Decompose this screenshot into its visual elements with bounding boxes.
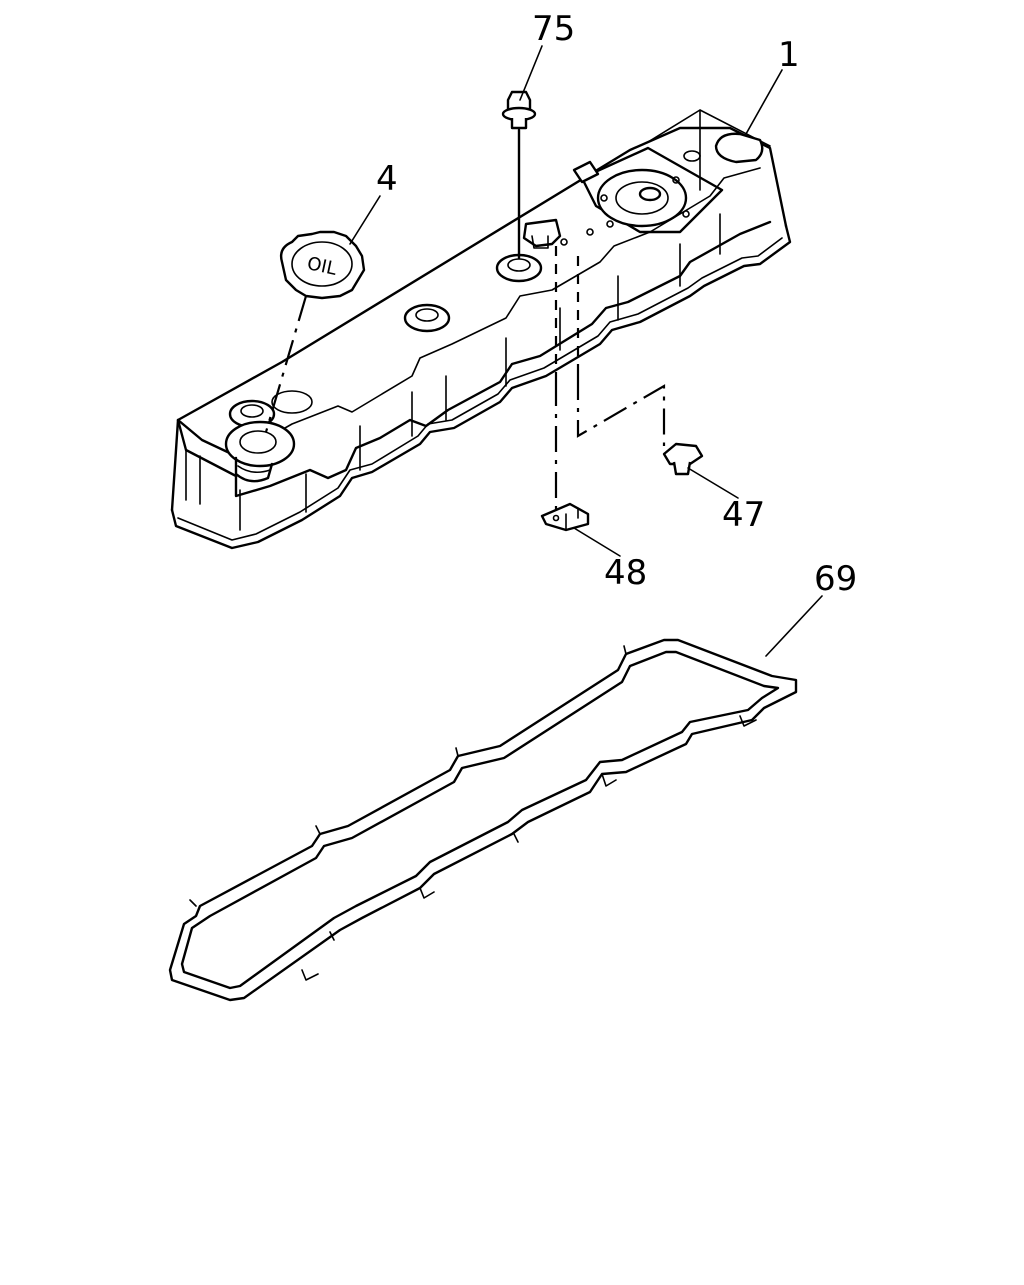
callout-48: 48	[604, 553, 647, 593]
callout-75: 75	[532, 9, 575, 49]
fitting	[662, 442, 704, 476]
callout-4: 4	[376, 159, 398, 199]
bracket	[540, 502, 590, 532]
cylinder-head-cover	[170, 109, 792, 550]
assembly-lines	[264, 128, 666, 514]
callout-1: 1	[778, 35, 800, 75]
oil-filler-cap: OIL	[279, 230, 366, 300]
callout-leaders	[349, 45, 823, 657]
callout-69: 69	[814, 559, 857, 599]
callout-47: 47	[722, 495, 765, 535]
bolt	[501, 90, 537, 130]
head-cover-gasket	[168, 638, 798, 1002]
